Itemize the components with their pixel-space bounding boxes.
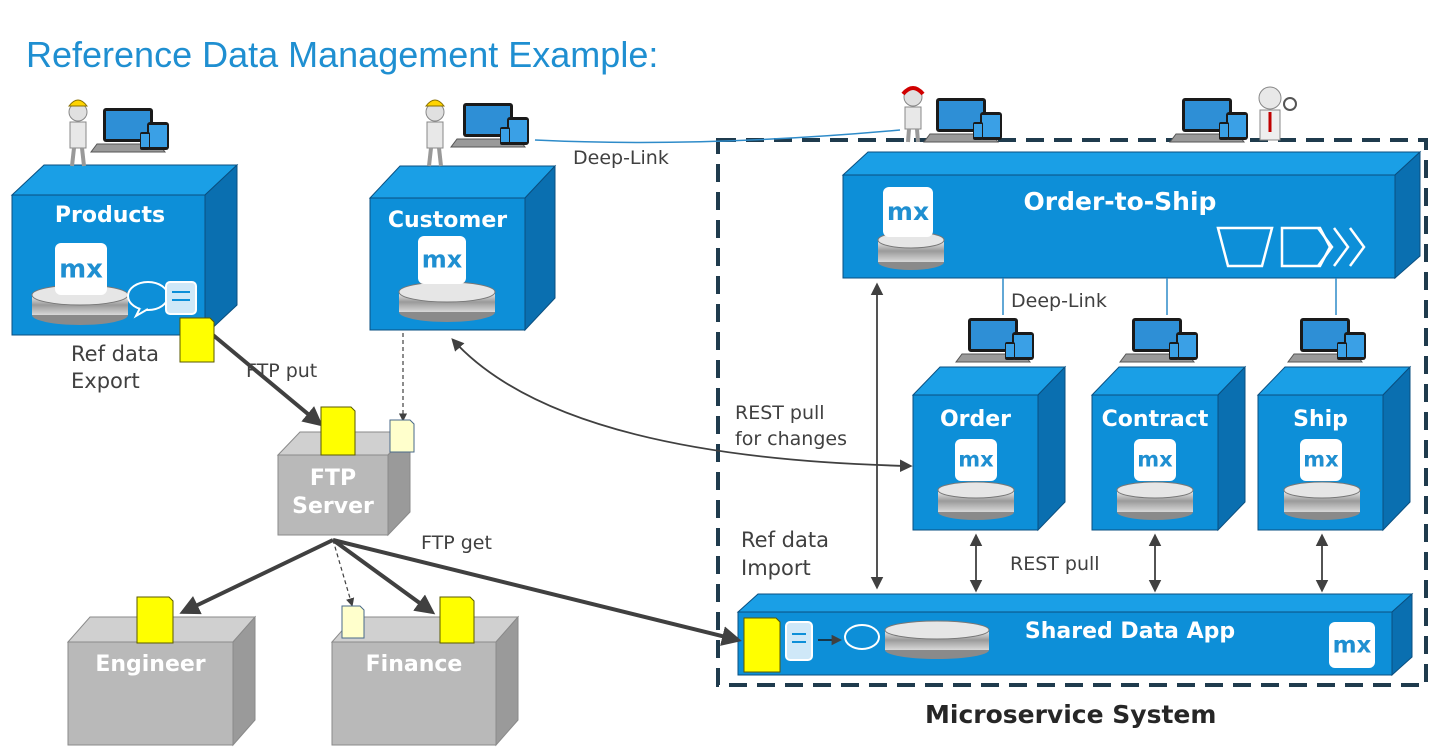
document-icon	[341, 605, 365, 639]
laptop-icon	[450, 103, 529, 148]
ftp-get-finance-dashed-arrow	[332, 539, 355, 607]
ref-data-export-label-1: Ref data	[71, 342, 159, 366]
rest-pull-changes-label-1: REST pull	[735, 402, 825, 424]
laptop-icon	[923, 98, 1002, 143]
message-icon	[127, 281, 169, 319]
deep-link-line-top	[534, 129, 901, 144]
laptop-icon	[1287, 318, 1366, 363]
laptop-icon	[90, 108, 169, 153]
document-stack-icon	[165, 281, 197, 315]
deep-link-label-top: Deep-Link	[573, 147, 669, 169]
database-icon	[877, 231, 945, 270]
ftp-get-label: FTP get	[421, 532, 492, 554]
document-icon	[179, 317, 215, 363]
mx-logo-icon: mx	[55, 243, 107, 295]
mx-logo-icon: mx	[1329, 622, 1375, 668]
ftp-get-shared-arrow	[332, 538, 742, 646]
rest-pull-changes-label-2: for changes	[735, 428, 847, 450]
document-stack-icon	[785, 621, 813, 661]
ftp-put-arrow	[211, 333, 324, 427]
person-icon	[67, 99, 89, 167]
ref-data-export-label-2: Export	[71, 369, 140, 393]
order-label: Order	[939, 407, 1012, 432]
svg-text:mx: mx	[887, 197, 929, 226]
customer-label: Customer	[387, 208, 508, 233]
svg-text:mx: mx	[1333, 632, 1372, 658]
laptop-icon	[1169, 98, 1248, 143]
mx-logo-icon: mx	[1300, 439, 1342, 481]
ftp-server-label-1: FTP	[309, 466, 357, 491]
rest-pull-label: REST pull	[1010, 553, 1100, 575]
database-icon	[1116, 481, 1194, 520]
message-icon	[844, 624, 880, 650]
shared-data-app-label: Shared Data App	[1024, 619, 1236, 644]
ftp-get-engineer-arrow	[179, 538, 334, 615]
order-to-ship-label: Order-to-Ship	[1023, 187, 1217, 216]
laptop-icon	[955, 318, 1034, 363]
person-icon	[424, 99, 446, 167]
document-icon	[439, 596, 475, 644]
mx-logo-icon: mx	[418, 236, 466, 284]
mx-logo-icon: mx	[1134, 439, 1176, 481]
engineer-label: Engineer	[95, 652, 206, 677]
svg-text:mx: mx	[1137, 448, 1173, 472]
database-icon	[937, 481, 1015, 520]
page-title: Reference Data Management Example:	[26, 34, 659, 75]
database-icon	[1283, 481, 1361, 520]
microservice-system-label: Microservice System	[925, 700, 1217, 729]
microservice-boundary	[716, 138, 1428, 687]
ship-label: Ship	[1293, 407, 1348, 432]
svg-text:mx: mx	[422, 246, 463, 274]
ref-data-import-label-1: Ref data	[741, 528, 829, 552]
deep-link-label-mid: Deep-Link	[1011, 290, 1107, 312]
document-icon	[136, 596, 174, 644]
finance-label: Finance	[365, 652, 463, 677]
person-icon	[901, 86, 925, 143]
svg-text:mx: mx	[59, 254, 103, 284]
ftp-get-finance-arrow	[331, 538, 436, 615]
database-icon	[884, 620, 990, 659]
ftp-put-label: FTP put	[246, 360, 318, 382]
svg-text:mx: mx	[1303, 448, 1339, 472]
ftp-server-box	[276, 430, 412, 537]
svg-text:mx: mx	[958, 448, 994, 472]
engineer-box	[66, 615, 257, 747]
laptop-icon	[1119, 318, 1198, 363]
process-chevron-icon	[1216, 226, 1366, 268]
person-icon	[1258, 86, 1297, 141]
document-icon	[743, 617, 781, 673]
ref-data-import-label-2: Import	[741, 556, 811, 580]
document-icon	[389, 419, 415, 453]
customer-box	[368, 164, 557, 332]
document-icon	[320, 406, 356, 456]
rest-pull-changes-arrow	[451, 338, 913, 473]
ftp-server-label-2: Server	[292, 494, 374, 519]
products-label: Products	[54, 203, 166, 228]
contract-label: Contract	[1101, 407, 1209, 432]
mx-logo-icon: mx	[955, 439, 997, 481]
mx-logo-icon: mx	[883, 187, 933, 237]
database-icon	[398, 281, 496, 322]
